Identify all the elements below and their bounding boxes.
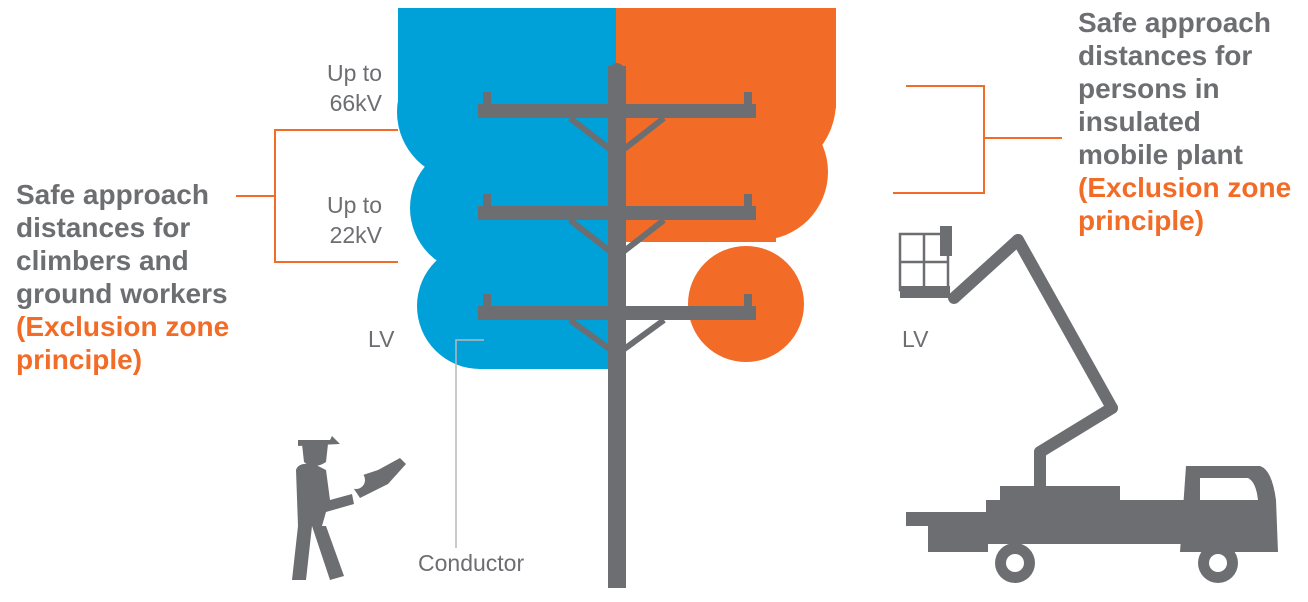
- left-description: Safe approach distances for climbers and…: [16, 178, 229, 376]
- right-description: Safe approach distances for persons in i…: [1078, 6, 1291, 237]
- right-line: Safe approach: [1078, 7, 1271, 38]
- right-line: persons in: [1078, 73, 1220, 104]
- voltage-label-line: 22kV: [329, 222, 382, 248]
- right-highlight-line: principle): [1078, 205, 1205, 236]
- right-highlight-line: (Exclusion zone: [1078, 172, 1292, 203]
- elevated-work-platform-truck-icon: [898, 226, 1278, 583]
- worker-with-chainsaw-icon: [292, 436, 406, 580]
- right-line: mobile plant: [1078, 139, 1243, 170]
- left-line: ground workers: [16, 278, 228, 309]
- left-line: Safe approach: [16, 179, 209, 210]
- left-line: climbers and: [16, 245, 189, 276]
- voltage-label-line: Up to: [327, 60, 382, 86]
- conductor-label: Conductor: [418, 550, 525, 576]
- power-pole-icon: [478, 63, 756, 588]
- left-highlight-line: principle): [16, 344, 143, 375]
- left-bracket: [236, 129, 398, 263]
- voltage-label-66kv: Up to 66kV: [300, 58, 382, 118]
- right-line: distances for: [1078, 40, 1253, 71]
- voltage-label-lv-right: LV: [902, 326, 929, 352]
- conductor-leader-line: [455, 339, 484, 548]
- right-bracket: [893, 85, 1062, 194]
- voltage-label-line: Up to: [327, 192, 382, 218]
- voltage-label-line: 66kV: [329, 90, 382, 116]
- voltage-label-22kv: Up to 22kV: [300, 190, 382, 250]
- right-line: insulated: [1078, 106, 1201, 137]
- left-line: distances for: [16, 212, 191, 243]
- voltage-label-lv-left: LV: [368, 326, 395, 352]
- left-highlight-line: (Exclusion zone: [16, 311, 230, 342]
